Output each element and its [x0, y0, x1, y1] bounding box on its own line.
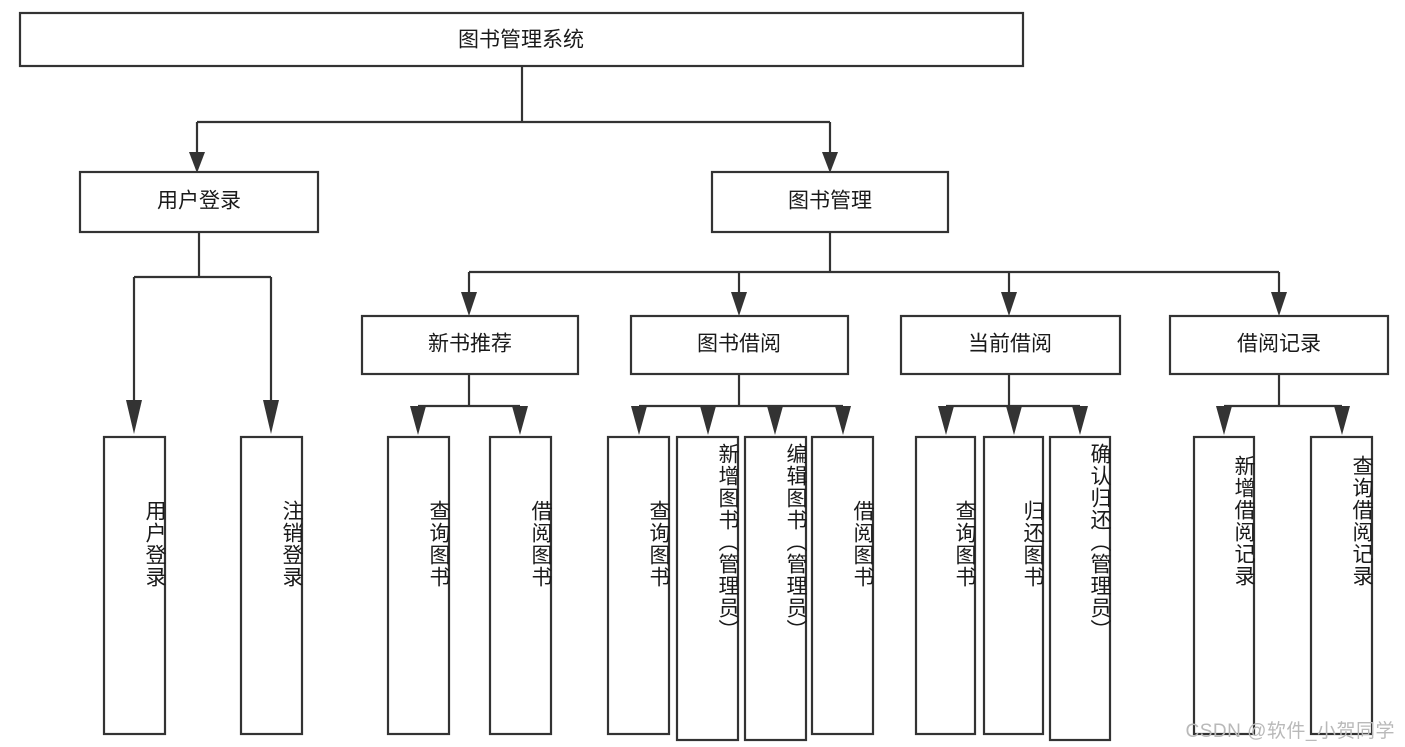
node-newbook-label: 新书推荐 — [428, 333, 512, 356]
node-login-label: 用户登录 — [157, 190, 241, 213]
leaf-3-box[interactable] — [386, 435, 451, 736]
leaf-5-box[interactable] — [606, 435, 671, 736]
node-current[interactable]: 当前借阅 — [899, 314, 1122, 376]
leaf-6-box[interactable] — [675, 435, 740, 742]
node-bookmgmt[interactable]: 图书管理 — [710, 170, 950, 234]
leaf-10-box[interactable] — [982, 435, 1045, 736]
node-root-label: 图书管理系统 — [458, 29, 584, 52]
node-borrow-label: 图书借阅 — [697, 333, 781, 356]
arrow-head-icon — [938, 406, 954, 435]
leaf-13-box[interactable] — [1309, 435, 1374, 736]
node-borrow-box[interactable] — [629, 314, 850, 376]
node-bookmgmt-label: 图书管理 — [788, 190, 872, 213]
arrow-head-icon — [1072, 406, 1088, 435]
node-records-label: 借阅记录 — [1237, 333, 1321, 356]
arrow-head-icon — [410, 406, 426, 435]
leaf-7-box[interactable] — [743, 435, 808, 742]
arrow-head-icon — [1006, 406, 1022, 435]
node-login[interactable]: 用户登录 — [78, 170, 320, 234]
arrow-head-icon — [631, 406, 647, 435]
arrow-head-icon — [1271, 292, 1287, 316]
arrow-head-icon — [461, 292, 477, 316]
node-newbook[interactable]: 新书推荐 — [360, 314, 580, 376]
arrow-head-icon — [835, 406, 851, 435]
node-root[interactable]: 图书管理系统 — [18, 11, 1025, 68]
node-root-box[interactable] — [18, 11, 1025, 68]
arrow-head-icon — [263, 400, 279, 434]
arrow-head-icon — [1334, 406, 1350, 435]
node-bookmgmt-box[interactable] — [710, 170, 950, 234]
arrow-head-icon — [512, 406, 528, 435]
leaf-9-box[interactable] — [914, 435, 977, 736]
arrow-head-icon — [731, 292, 747, 316]
arrow-head-icon — [1001, 292, 1017, 316]
arrow-head-icon — [1216, 406, 1232, 435]
leaf-2-box[interactable] — [239, 435, 304, 736]
arrow-head-icon — [189, 152, 205, 173]
node-borrow[interactable]: 图书借阅 — [629, 314, 850, 376]
leaf-8-box[interactable] — [810, 435, 875, 736]
node-current-box[interactable] — [899, 314, 1122, 376]
arrow-head-icon — [767, 406, 783, 435]
node-login-box[interactable] — [78, 170, 320, 234]
connector-layer — [126, 66, 1350, 435]
leaf-4-box[interactable] — [488, 435, 553, 736]
leaf-11-box[interactable] — [1048, 435, 1112, 742]
leaf-12-box[interactable] — [1192, 435, 1256, 736]
arrow-head-icon — [126, 400, 142, 434]
csdn-watermark: CSDN @软件_小贺同学 — [1185, 721, 1395, 742]
node-newbook-box[interactable] — [360, 314, 580, 376]
arrow-head-icon — [700, 406, 716, 435]
node-records-box[interactable] — [1168, 314, 1390, 376]
node-current-label: 当前借阅 — [968, 333, 1052, 356]
arrow-head-icon — [822, 152, 838, 173]
leaf-box-layer — [102, 435, 1374, 742]
node-records[interactable]: 借阅记录 — [1168, 314, 1390, 376]
leaf-1-box[interactable] — [102, 435, 167, 736]
